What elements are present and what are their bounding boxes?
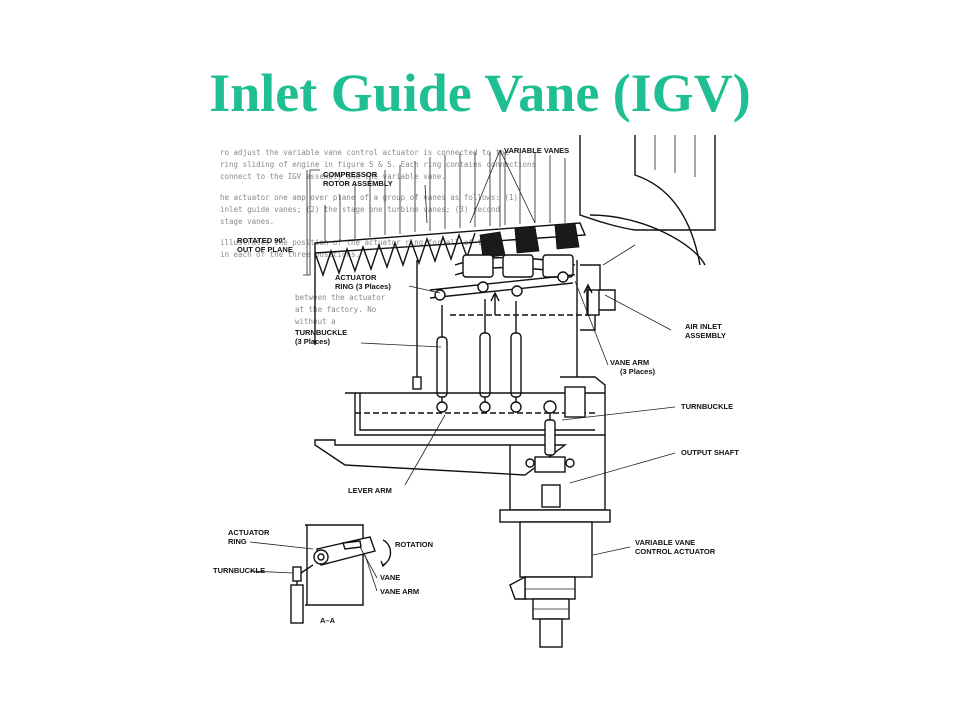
leader-lines [249,149,676,592]
label-out-of-plane: OUT OF PLANE [237,245,293,254]
slide-title: Inlet Guide Vane (IGV) [209,63,751,123]
svg-text:stage vanes.: stage vanes. [220,217,274,226]
label-detail-vane-arm: VANE ARM [380,587,419,596]
label-variable-vane: VARIABLE VANE [635,538,695,547]
label-detail-turnbuckle: TURNBUCKLE [213,566,265,575]
compressor-rotor-assembly [314,152,587,345]
svg-text:at the factory. No: at the factory. No [295,305,377,314]
label-detail-actuator: ACTUATOR [228,528,270,537]
svg-text:in each of the three positions: in each of the three positions. [220,250,360,259]
actuator-rings [429,254,593,316]
label-turnbuckle-3: TURNBUCKLE [295,328,347,337]
label-detail-rotation: ROTATION [395,540,433,549]
label-vane-arm-3-places: (3 Places) [620,367,656,376]
svg-text:ring sliding of engine in figu: ring sliding of engine in figure 5 & 5. … [220,160,536,169]
label-air-inlet-assembly: ASSEMBLY [685,331,726,340]
label-compressor: COMPRESSOR [323,170,378,179]
label-air-inlet: AIR INLET [685,322,722,331]
label-detail-vane: VANE [380,573,400,582]
svg-text:between the actuator: between the actuator [295,293,386,302]
label-lever-arm: LEVER ARM [348,486,392,495]
label-variable-vanes: VARIABLE VANES [504,146,569,155]
label-rotor-assembly: ROTOR ASSEMBLY [323,179,393,188]
igv-diagram-svg: ro adjust the variable vane control actu… [213,135,739,648]
label-turnbuckle-3-places: (3 Places) [295,337,331,346]
label-control-actuator: CONTROL ACTUATOR [635,547,716,556]
background-text-ghost: ro adjust the variable vane control actu… [220,148,536,326]
lever-arm [314,392,605,476]
label-detail-ring: RING [228,537,247,546]
label-output-shaft: OUTPUT SHAFT [681,448,739,457]
diagram-labels: VARIABLE VANES COMPRESSOR ROTOR ASSEMBLY… [213,146,739,625]
label-section-a-a: A–A [320,616,336,625]
svg-text:connect to the IGV assembly an: connect to the IGV assembly and the vari… [220,172,446,181]
svg-text:ro adjust the variable vane co: ro adjust the variable vane control actu… [220,148,509,157]
label-actuator: ACTUATOR [335,273,377,282]
svg-text:illustrates the position of th: illustrates the position of the actuator… [220,238,491,247]
label-rotated-90: ROTATED 90° [237,236,286,245]
igv-diagram: ro adjust the variable vane control actu… [195,115,780,660]
label-ring-3-places: RING (3 Places) [335,282,391,291]
air-inlet-assembly [579,135,716,331]
turnbuckles [412,260,578,413]
svg-text:inlet guide vanes; (2) the sta: inlet guide vanes; (2) the stage one tur… [220,205,500,214]
variable-vane-control-actuator [499,376,611,648]
label-turnbuckle: TURNBUCKLE [681,402,733,411]
svg-text:he actuator one amp over plane: he actuator one amp over plane of a grou… [220,193,518,202]
label-vane-arm: VANE ARM [610,358,649,367]
detail-section-a-a [290,524,392,624]
